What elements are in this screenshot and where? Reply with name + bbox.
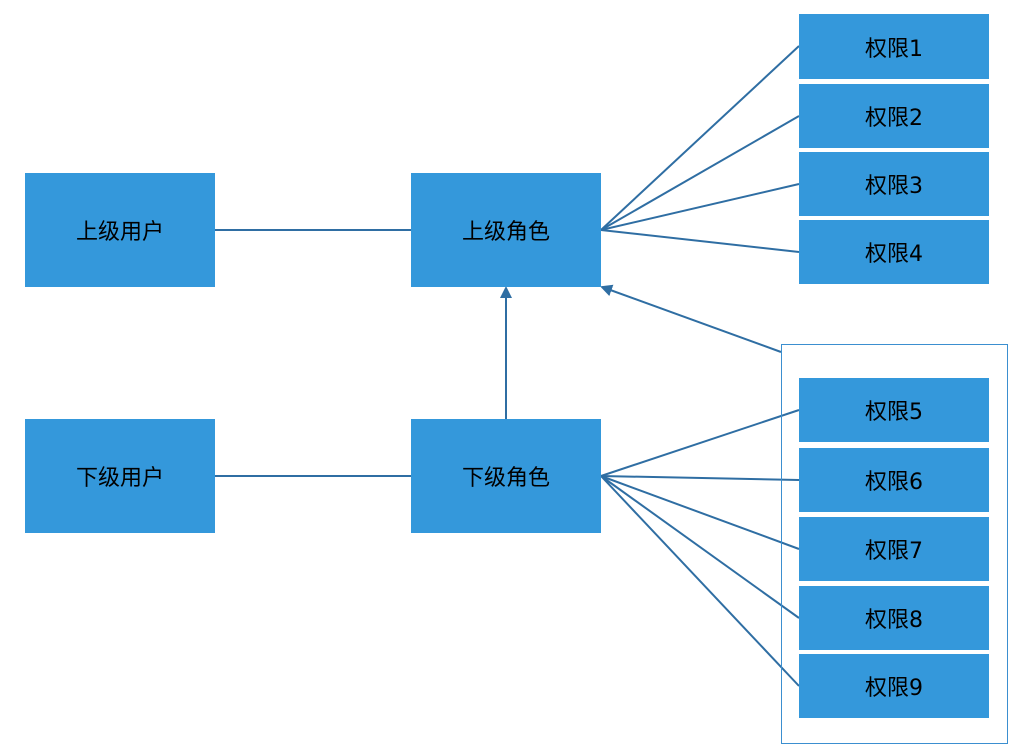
permission-5-node: 权限5 [799, 378, 989, 442]
permission-2-node: 权限2 [799, 84, 989, 148]
lower-role-to-perm-5-line [600, 409, 800, 477]
permission-9-label: 权限9 [865, 676, 923, 701]
permission-7-node: 权限7 [799, 517, 989, 581]
permission-4-node: 权限4 [799, 220, 989, 284]
permission-5-label: 权限5 [865, 400, 923, 425]
lower-role-label: 下级角色 [461, 466, 550, 491]
upper-role-node: 上级角色 [411, 173, 601, 287]
lower-role-to-perm-8-line [600, 475, 800, 619]
permission-group-to-upper-role-arrow [600, 284, 782, 353]
permission-6-label: 权限6 [865, 470, 923, 495]
lower-role-to-perm-9-line [600, 475, 800, 687]
permission-3-label: 权限3 [865, 174, 923, 199]
permission-2-label: 权限2 [865, 106, 923, 131]
permission-6-node: 权限6 [799, 448, 989, 512]
permission-8-node: 权限8 [799, 586, 989, 650]
lower-role-to-perm-7-line [600, 475, 800, 550]
lower-user-node: 下级用户 [25, 419, 215, 533]
lower-user-label: 下级用户 [75, 466, 164, 491]
permission-9-node: 权限9 [799, 654, 989, 718]
lower-role-node: 下级角色 [411, 419, 601, 533]
permission-4-label: 权限4 [865, 242, 923, 267]
permission-7-label: 权限7 [865, 539, 923, 564]
permission-1-label: 权限1 [865, 36, 923, 62]
upper-user-label: 上级用户 [75, 220, 164, 245]
upper-user-node: 上级用户 [25, 173, 215, 287]
upper-role-to-perm-1-line [600, 45, 800, 231]
permission-1-node: 权限1 [799, 14, 989, 79]
lower-role-to-perm-6-line [600, 475, 800, 481]
permission-8-label: 权限8 [865, 608, 923, 633]
permission-3-node: 权限3 [799, 152, 989, 216]
upper-role-label: 上级角色 [461, 220, 550, 245]
upper-role-to-perm-3-line [600, 183, 800, 231]
upper-role-to-perm-2-line [600, 115, 800, 231]
upper-role-to-perm-4-line [600, 229, 800, 253]
